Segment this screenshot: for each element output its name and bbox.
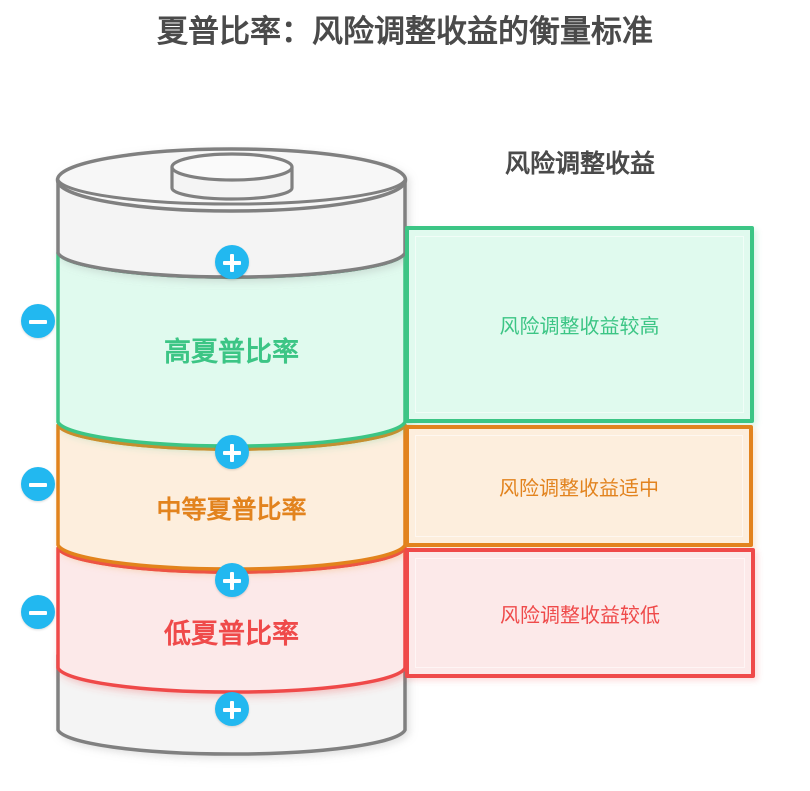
plus-icon-add-segment-above-medium[interactable] <box>215 435 249 469</box>
minus-icon-remove-segment-high[interactable] <box>21 304 55 338</box>
plus-icon-add-segment-above-high[interactable] <box>215 245 249 279</box>
description-box-low[interactable]: 风险调整收益较低 <box>405 548 755 678</box>
description-box-high[interactable]: 风险调整收益较高 <box>405 226 754 423</box>
cylinder-cap <box>170 152 294 201</box>
page-title: 夏普比率：风险调整收益的衡量标准 <box>157 14 653 49</box>
minus-icon-remove-segment-medium[interactable] <box>21 467 55 501</box>
description-text-medium: 风险调整收益适中 <box>499 477 659 500</box>
description-box-medium[interactable]: 风险调整收益适中 <box>405 425 753 547</box>
minus-icon-remove-segment-low[interactable] <box>21 595 55 629</box>
right-column-header: 风险调整收益 <box>504 150 655 178</box>
description-text-high: 风险调整收益较高 <box>499 316 660 338</box>
description-text-low: 风险调整收益较低 <box>500 604 660 627</box>
plus-icon-add-segment-above-low[interactable] <box>215 563 249 597</box>
cylinder-segment-high <box>56 251 407 448</box>
plus-icon-add-segment-bottom[interactable] <box>215 692 249 726</box>
